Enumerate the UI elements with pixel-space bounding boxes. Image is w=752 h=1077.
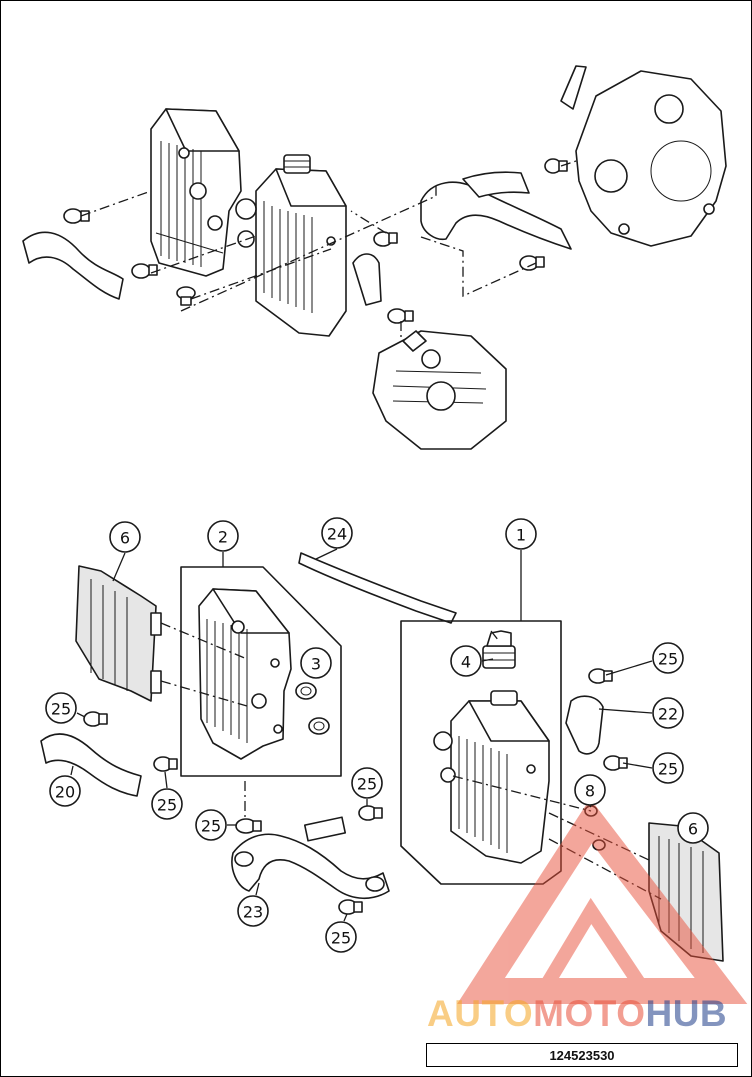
callout-leader-line	[605, 660, 653, 676]
watermark-auto: AUTO	[427, 993, 534, 1034]
callout-leader-line	[70, 765, 74, 776]
callout-c25d: 25	[351, 767, 383, 806]
callout-c8: 8	[574, 774, 606, 808]
callout-circle	[300, 647, 332, 679]
callout-number: 24	[327, 525, 347, 544]
callout-number: 6	[120, 529, 130, 548]
callout-number: 1	[516, 526, 526, 545]
callout-c25f: 25	[605, 642, 684, 676]
callout-number: 3	[311, 655, 321, 674]
callout-number: 2	[218, 528, 228, 547]
callout-circle	[45, 692, 77, 724]
callout-circle	[321, 517, 353, 549]
callout-c3: 3	[300, 647, 332, 679]
top-left-radiator	[150, 108, 242, 277]
callout-c1: 1	[505, 518, 537, 621]
callout-number: 25	[201, 817, 221, 836]
radiator-right	[433, 690, 550, 864]
callout-c24: 24	[315, 517, 353, 560]
callout-c23: 23	[237, 882, 269, 927]
callout-c2: 2	[207, 520, 239, 567]
callout-circle	[652, 697, 684, 729]
watermark-moto: MOTO	[533, 993, 646, 1034]
callout-number: 25	[658, 650, 678, 669]
callout-c25c: 25	[195, 809, 237, 841]
top-hose-clamps	[63, 158, 568, 324]
callout-c6b: 6	[677, 812, 709, 844]
callout-leader-line	[622, 762, 653, 769]
callout-circle	[450, 645, 482, 677]
callout-number: 25	[331, 929, 351, 948]
callout-number: 8	[585, 782, 595, 801]
callout-circle	[237, 895, 269, 927]
callout-circle	[151, 788, 183, 820]
callout-number: 25	[51, 700, 71, 719]
top-hose-left	[22, 231, 124, 300]
radiator-left	[198, 588, 292, 760]
callout-circle	[505, 518, 537, 550]
top-assembly-view	[22, 65, 727, 450]
callout-number: 4	[461, 653, 471, 672]
radiator-guard-left	[75, 565, 162, 702]
callout-leader-line	[481, 658, 494, 662]
callout-circle	[652, 752, 684, 784]
callout-circle	[351, 767, 383, 799]
callout-c25a: 25	[45, 692, 86, 724]
radiator-cap	[482, 630, 516, 669]
callout-circle	[109, 521, 141, 553]
callout-number: 20	[55, 783, 75, 802]
callout-circle	[207, 520, 239, 552]
top-right-radiator	[235, 154, 347, 337]
callout-circle	[652, 642, 684, 674]
callout-leader-line	[112, 552, 126, 582]
callout-c22: 22	[598, 697, 684, 729]
callout-number: 25	[357, 775, 377, 794]
callout-circle	[574, 774, 606, 806]
hose-20	[40, 733, 142, 797]
callout-number: 6	[688, 820, 698, 839]
watermark-logo	[457, 798, 748, 1004]
callout-leader-line	[589, 805, 592, 808]
callout-circle	[677, 812, 709, 844]
top-water-pump-housing	[560, 65, 727, 247]
callout-c25g: 25	[622, 752, 684, 784]
callout-number: 25	[658, 760, 678, 779]
hose-23	[231, 816, 390, 900]
callout-number: 22	[658, 705, 678, 724]
callout-leader-line	[76, 712, 86, 718]
callout-c6a: 6	[109, 521, 141, 582]
watermark-hub: HUB	[645, 993, 728, 1034]
callout-c25e: 25	[325, 913, 357, 953]
callout-circle	[195, 809, 227, 841]
callout-c4: 4	[450, 645, 494, 677]
callout-number: 23	[243, 903, 263, 922]
grommets	[295, 682, 330, 735]
callout-c20: 20	[49, 765, 81, 807]
callout-leader-line	[598, 708, 653, 714]
radiator-left-group-box	[180, 566, 342, 777]
callout-c25b: 25	[151, 771, 183, 820]
hose-22	[565, 695, 604, 755]
callout-leader-line	[315, 548, 338, 560]
callout-number: 25	[157, 796, 177, 815]
callout-leader-line	[343, 913, 348, 922]
hose-24	[298, 552, 457, 624]
watermark-text: AUTOMOTOHUB	[427, 993, 747, 1034]
part-number-label: 124523530	[426, 1043, 738, 1067]
top-cylinder-engine	[372, 330, 507, 450]
callout-leader-line	[255, 882, 260, 896]
callout-circle	[49, 775, 81, 807]
callout-leader-line	[164, 771, 168, 789]
callout-circle	[325, 921, 357, 953]
